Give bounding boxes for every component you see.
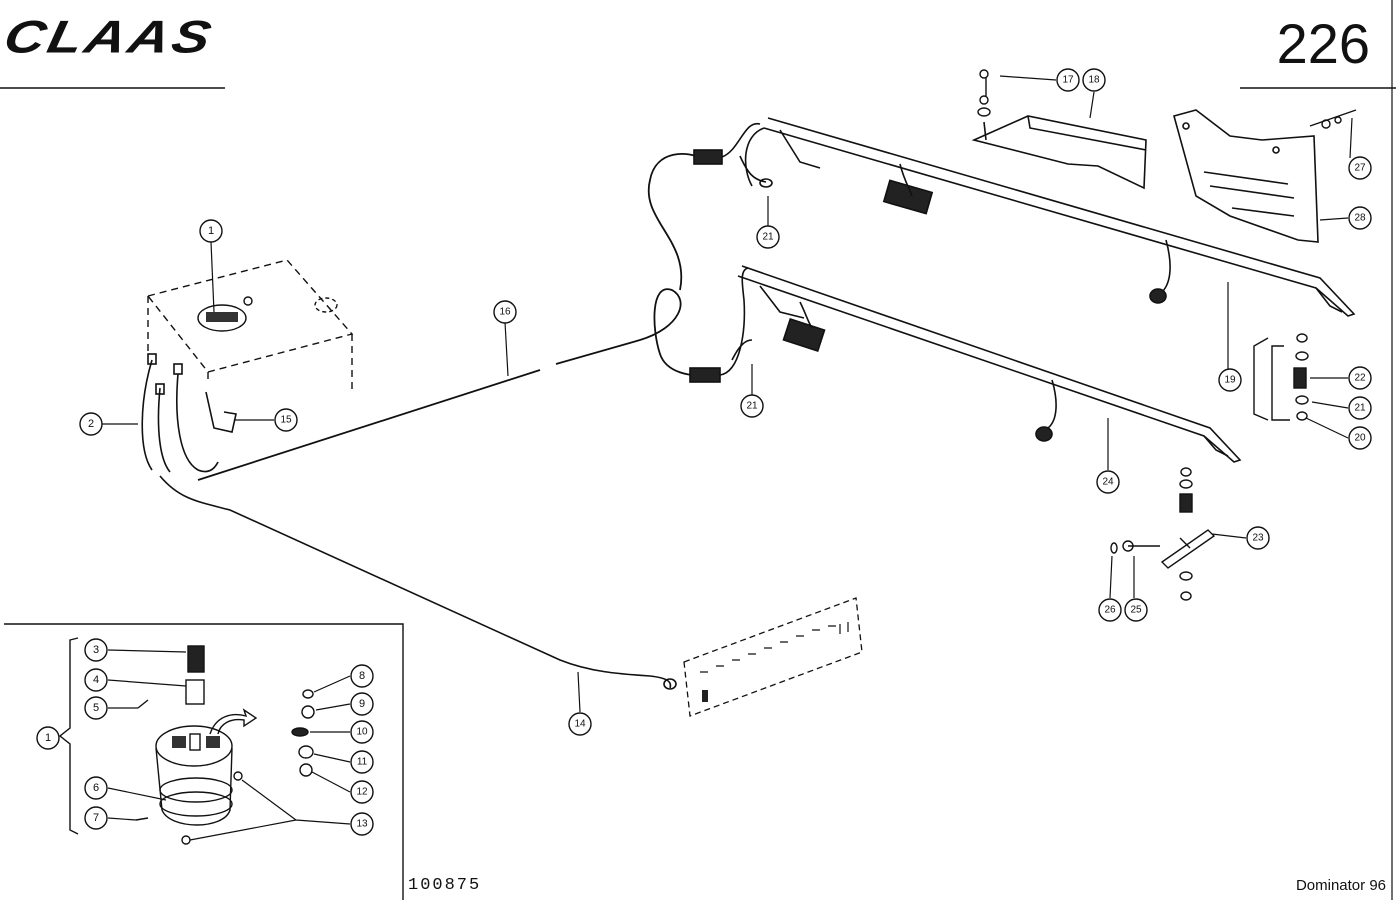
hardware-group-19 — [1253, 333, 1309, 421]
callout-14: 14 — [568, 712, 592, 736]
bracket-28 — [1173, 109, 1319, 243]
connector-lower — [689, 267, 753, 383]
leader-lines — [102, 75, 1353, 841]
callout-label: 24 — [1102, 477, 1114, 488]
callout-label: 22 — [1354, 373, 1366, 384]
cable-14 — [159, 475, 672, 689]
callout-1: 1 — [36, 726, 60, 750]
callout-26: 26 — [1098, 598, 1122, 622]
cable-16 — [197, 288, 711, 481]
callout-2: 2 — [79, 412, 103, 436]
inset-frame — [4, 623, 404, 900]
callout-4: 4 — [84, 668, 108, 692]
callout-label: 7 — [93, 812, 99, 824]
display-panel-symbols — [700, 622, 849, 702]
tank-cap — [197, 296, 338, 332]
callout-23: 23 — [1246, 526, 1270, 550]
callout-19: 19 — [1218, 368, 1242, 392]
callouts: 1 1 2 3 4 5 6 7 8 9 10 11 12 13 14 15 16… — [36, 68, 1372, 836]
callout-label: 8 — [359, 670, 365, 682]
callout-label: 18 — [1088, 75, 1100, 86]
callout-label: 27 — [1354, 163, 1366, 174]
tank-outline — [146, 259, 354, 392]
connector-upper — [693, 123, 773, 188]
callout-21: 21 — [740, 394, 764, 418]
callout-13: 13 — [350, 812, 374, 836]
callout-label: 14 — [574, 719, 586, 730]
callout-28: 28 — [1348, 206, 1372, 230]
callout-label: 21 — [1354, 403, 1366, 414]
callout-18: 18 — [1082, 68, 1106, 92]
cable-14-terminal — [663, 678, 677, 690]
callout-5: 5 — [84, 696, 108, 720]
callout-label: 19 — [1224, 375, 1236, 386]
callout-label: 5 — [93, 702, 99, 714]
callout-label: 9 — [359, 698, 365, 710]
callout-3: 3 — [84, 638, 108, 662]
callout-10: 10 — [350, 720, 374, 744]
callout-12: 12 — [350, 780, 374, 804]
callout-24: 24 — [1096, 470, 1120, 494]
beam-lower — [737, 265, 1242, 463]
hardware-17 — [977, 69, 991, 117]
drawing-number: 100875 — [408, 876, 482, 895]
model-name: Dominator 96 — [1295, 877, 1386, 894]
callout-label: 26 — [1104, 605, 1116, 616]
bracket-15 — [205, 391, 237, 433]
callout-15: 15 — [274, 408, 298, 432]
callout-17: 17 — [1056, 68, 1080, 92]
callout-label: 4 — [93, 674, 99, 686]
callout-20: 20 — [1348, 426, 1372, 450]
cable-16-upper — [647, 153, 701, 291]
callout-label: 21 — [762, 232, 774, 243]
callout-6: 6 — [84, 776, 108, 800]
wiring-harness-2 — [141, 353, 219, 473]
hardware-23-25-26 — [1110, 467, 1216, 601]
callout-label: 6 — [93, 782, 99, 794]
callout-label: 23 — [1252, 533, 1264, 544]
callout-21: 21 — [1348, 396, 1372, 420]
callout-25: 25 — [1124, 598, 1148, 622]
callout-label: 13 — [356, 819, 368, 830]
inset-parts — [58, 637, 315, 845]
callout-label: 1 — [208, 225, 214, 237]
callout-label: 25 — [1130, 605, 1142, 616]
callout-label: 10 — [356, 727, 368, 738]
callout-11: 11 — [350, 750, 374, 774]
callout-label: 20 — [1354, 433, 1366, 444]
callout-7: 7 — [84, 806, 108, 830]
bracket-18 — [971, 115, 1147, 190]
callout-16: 16 — [493, 300, 517, 324]
hardware-27 — [1309, 109, 1357, 129]
callout-label: 2 — [88, 418, 94, 430]
beam-upper — [744, 117, 1356, 317]
callout-9: 9 — [350, 692, 374, 716]
callout-21: 21 — [756, 225, 780, 249]
callout-1: 1 — [199, 219, 223, 243]
callout-label: 16 — [499, 307, 511, 318]
callout-label: 11 — [357, 757, 368, 768]
callout-label: 3 — [93, 644, 99, 656]
display-panel — [683, 597, 863, 717]
callout-label: 28 — [1354, 213, 1366, 224]
callout-label: 17 — [1062, 75, 1074, 86]
callout-8: 8 — [350, 664, 374, 688]
callout-label: 1 — [45, 732, 51, 744]
callout-label: 21 — [746, 401, 758, 412]
callout-22: 22 — [1348, 366, 1372, 390]
page-number: 226 — [1276, 12, 1370, 75]
callout-27: 27 — [1348, 156, 1372, 180]
callout-label: 12 — [356, 787, 368, 798]
callout-label: 15 — [280, 415, 292, 426]
